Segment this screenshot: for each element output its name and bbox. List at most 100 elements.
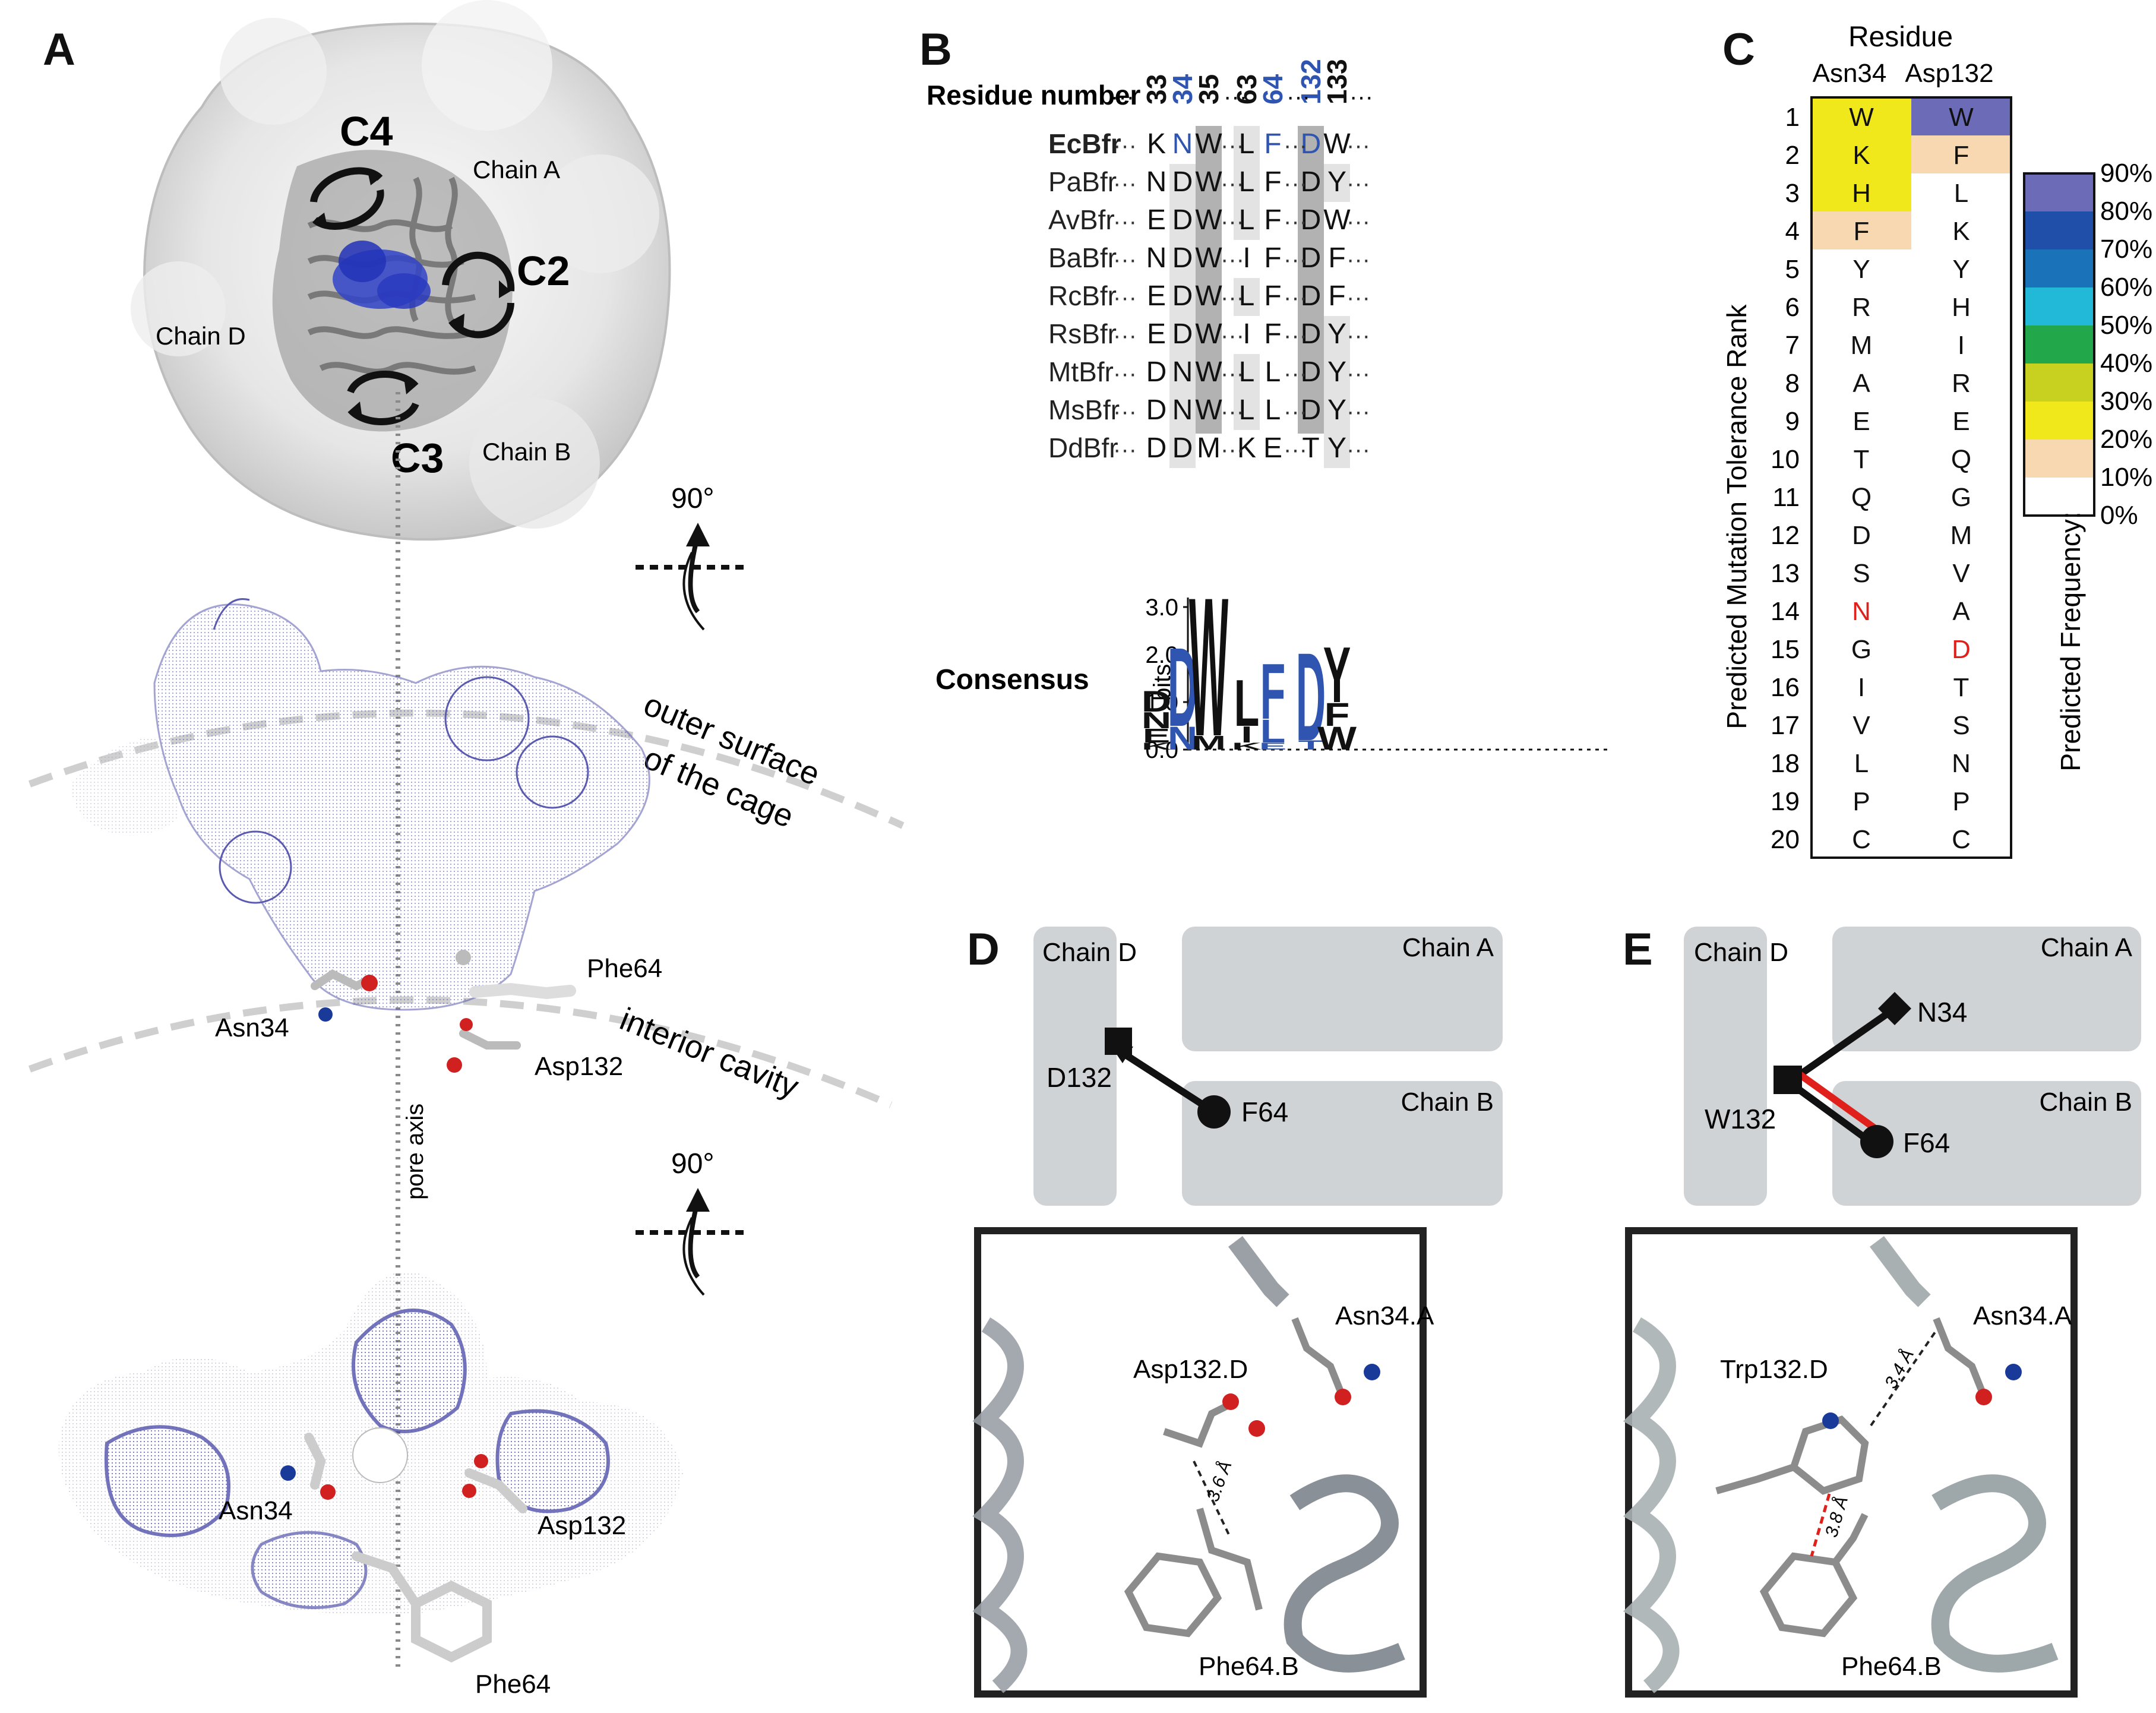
asp132-residue: H [1952, 293, 1971, 322]
svg-text:···: ··· [1284, 323, 1307, 349]
colorbar-swatch [2024, 249, 2094, 287]
residue-cell: M [1197, 432, 1221, 464]
svg-text:···: ··· [1113, 170, 1137, 197]
residue-cell: W [1195, 356, 1222, 388]
symmetry-c2: C2 [517, 248, 570, 294]
svg-text:···: ··· [1346, 132, 1370, 159]
rank-label: 16 [1771, 673, 1800, 702]
residue-cell: L [1239, 394, 1255, 426]
svg-text:···: ··· [1113, 323, 1137, 349]
svg-text:···: ··· [1113, 361, 1137, 387]
res-trp132d: Trp132.D [1720, 1355, 1828, 1384]
asp132-residue: G [1951, 483, 1971, 512]
residue-phe64-bottom: Phe64 [475, 1670, 551, 1699]
residue-cell: D [1301, 128, 1322, 160]
res-phe64b: Phe64.B [1199, 1652, 1299, 1681]
residue-cell: W [1195, 394, 1222, 426]
svg-text:···: ··· [1113, 285, 1137, 311]
svg-text:···: ··· [1221, 399, 1244, 425]
asp132-residue: N [1952, 749, 1971, 778]
res-phe64b: Phe64.B [1841, 1652, 1942, 1681]
asp132-residue: Y [1952, 255, 1970, 284]
residue-cell: W [1323, 128, 1351, 160]
svg-text:M: M [1191, 732, 1226, 754]
residue-cell: Y [1327, 432, 1346, 464]
colorbar-tick: 10% [2100, 463, 2152, 492]
panel-letter-a: A [43, 24, 75, 75]
panel-letter-b: B [919, 24, 952, 75]
svg-text:···: ··· [1346, 361, 1370, 387]
svg-text:···: ··· [1346, 399, 1370, 425]
panel-a: C4 C2 C3 Chain A Chain B Chain D pore ax… [28, 0, 905, 1699]
residue-cell: N [1172, 128, 1193, 160]
residue-cell: L [1239, 128, 1255, 160]
svg-text:···: ··· [1346, 170, 1370, 197]
residue-cell: L [1239, 166, 1255, 198]
chain-d-label: Chain D [1042, 938, 1137, 967]
position-64: 64 [1257, 74, 1288, 105]
chain-b-label: Chain B [482, 438, 571, 466]
svg-text:···: ··· [1284, 132, 1307, 159]
structure-box-e [1625, 1227, 2078, 1698]
chain-a-label: Chain A [2041, 933, 2133, 962]
structure-box-d [974, 1227, 1427, 1698]
residue-cell: N [1172, 356, 1193, 388]
n34-label: N34 [1917, 997, 1967, 1028]
asp132-residue: V [1952, 559, 1970, 588]
f64-node [1197, 1095, 1231, 1129]
w132-label: W132 [1705, 1104, 1776, 1134]
residue-cell: L [1239, 280, 1255, 312]
symmetry-c4: C4 [340, 108, 393, 154]
residue-cell: D [1172, 204, 1193, 236]
svg-text:T: T [1298, 738, 1324, 753]
residue-cell: D [1172, 242, 1193, 274]
res-asn34a: Asn34.A [1973, 1301, 2072, 1330]
rank-label: 18 [1771, 749, 1800, 778]
svg-text:···: ··· [1221, 132, 1244, 159]
sequence-name: DdBfr [1048, 432, 1118, 463]
asn34-residue: K [1852, 141, 1870, 170]
svg-text:···: ··· [1346, 246, 1370, 273]
residue-cell: D [1301, 166, 1322, 198]
residue-cell: F [1264, 128, 1281, 160]
chain-b-block [1832, 1081, 2141, 1206]
svg-text:···: ··· [1349, 84, 1373, 110]
residue-cell: N [1172, 394, 1193, 426]
rank-label: 8 [1785, 369, 1800, 398]
residue-cell: E [1147, 204, 1166, 236]
residue-cell: E [1147, 318, 1166, 350]
rank-label: 15 [1771, 635, 1800, 664]
svg-text:N: N [1168, 720, 1198, 757]
svg-text:···: ··· [1113, 437, 1137, 463]
svg-text:···: ··· [1113, 246, 1137, 273]
panel-e: Chain D Chain A Chain B N34 W132 F64 3.4… [1623, 927, 2141, 1698]
f64-node [1860, 1125, 1893, 1158]
residue-cell: W [1195, 318, 1222, 350]
colorbar-tick: 80% [2100, 197, 2152, 226]
sequence-name: RsBfr [1048, 318, 1117, 349]
chain-a-block [1182, 927, 1503, 1051]
rank-label: 2 [1785, 141, 1800, 170]
svg-text:L: L [1260, 713, 1286, 750]
svg-text:···: ··· [1284, 361, 1307, 387]
residue-cell: F [1264, 280, 1281, 312]
rank-label: 9 [1785, 407, 1800, 436]
rank-label: 17 [1771, 711, 1800, 740]
rank-label: 20 [1771, 825, 1800, 854]
rotation-label-top: 90° [671, 483, 715, 514]
colorbar-swatch [2024, 402, 2094, 440]
rank-label: 7 [1785, 331, 1800, 360]
colorbar-tick: 0% [2100, 501, 2138, 530]
panel-letter-e: E [1623, 924, 1653, 975]
col-asn34: Asn34 [1813, 59, 1887, 88]
asn34-residue: I [1858, 673, 1865, 702]
